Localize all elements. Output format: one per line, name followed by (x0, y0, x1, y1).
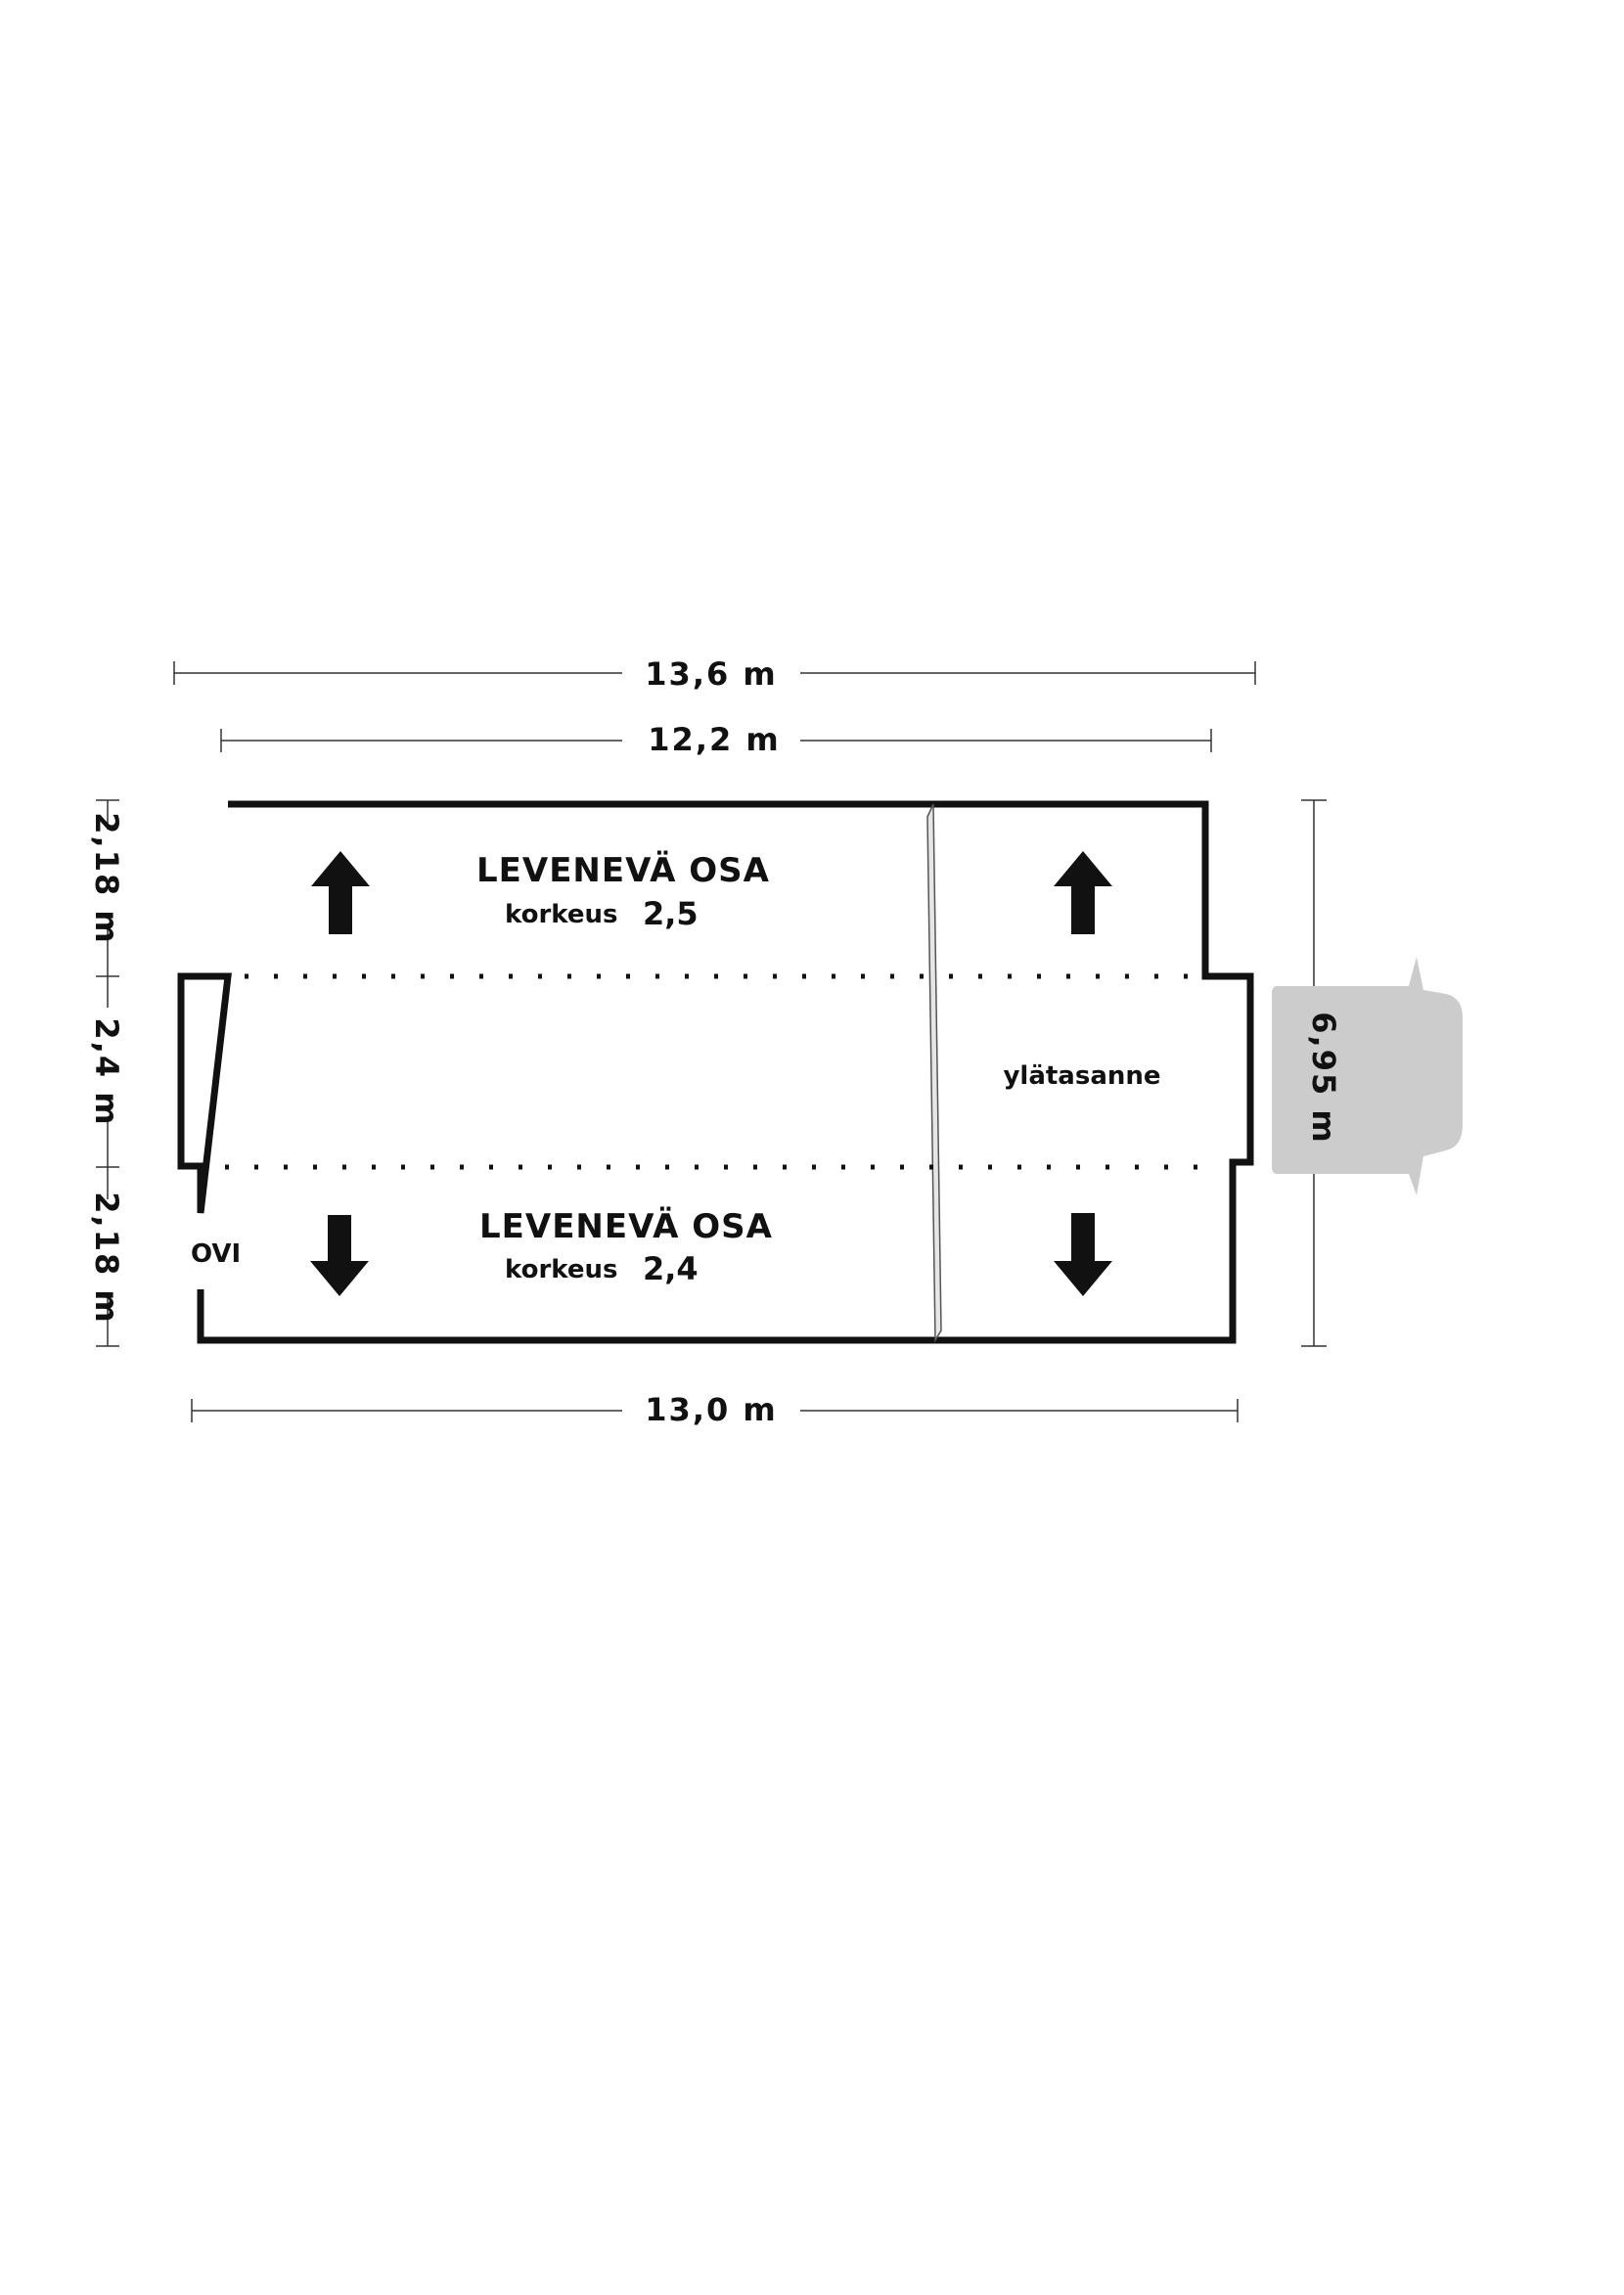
arrow-up-icon (1054, 851, 1112, 934)
upper-section-height-label: korkeus (505, 900, 618, 929)
truck-cab-icon (1272, 957, 1463, 1195)
total-length-label: 13,6 m (645, 655, 777, 693)
upper-section-title: LEVENEVÄ OSA (476, 850, 770, 890)
arrow-down-icon (310, 1215, 369, 1296)
lower-section-height-value: 2,4 (643, 1250, 699, 1287)
dimension-left (96, 799, 119, 1347)
door-label: OVI (191, 1239, 241, 1269)
upper-section-height-value: 2,5 (643, 895, 699, 932)
dimension-total-length: 13,6 m (173, 655, 1256, 693)
landing-label: ylätasanne (1003, 1061, 1160, 1091)
dimension-bottom-length: 13,0 m (191, 1391, 1239, 1428)
arrow-down-icon (1054, 1213, 1112, 1296)
lower-section-title: LEVENEVÄ OSA (479, 1206, 773, 1246)
section-divider (926, 803, 942, 1343)
floor-plan-outline (177, 800, 1254, 1344)
left-top-label: 2,18 m (88, 812, 125, 944)
left-middle-label: 2,4 m (88, 1017, 125, 1126)
width-label: 6,95 m (1305, 1012, 1342, 1144)
arrow-up-icon (311, 851, 370, 934)
lower-section-height-label: korkeus (505, 1255, 618, 1284)
inner-length-label: 12,2 m (648, 721, 780, 758)
bottom-length-label: 13,0 m (645, 1391, 777, 1428)
left-bottom-label: 2,18 m (88, 1192, 125, 1324)
dimension-inner-length: 12,2 m (220, 721, 1212, 758)
